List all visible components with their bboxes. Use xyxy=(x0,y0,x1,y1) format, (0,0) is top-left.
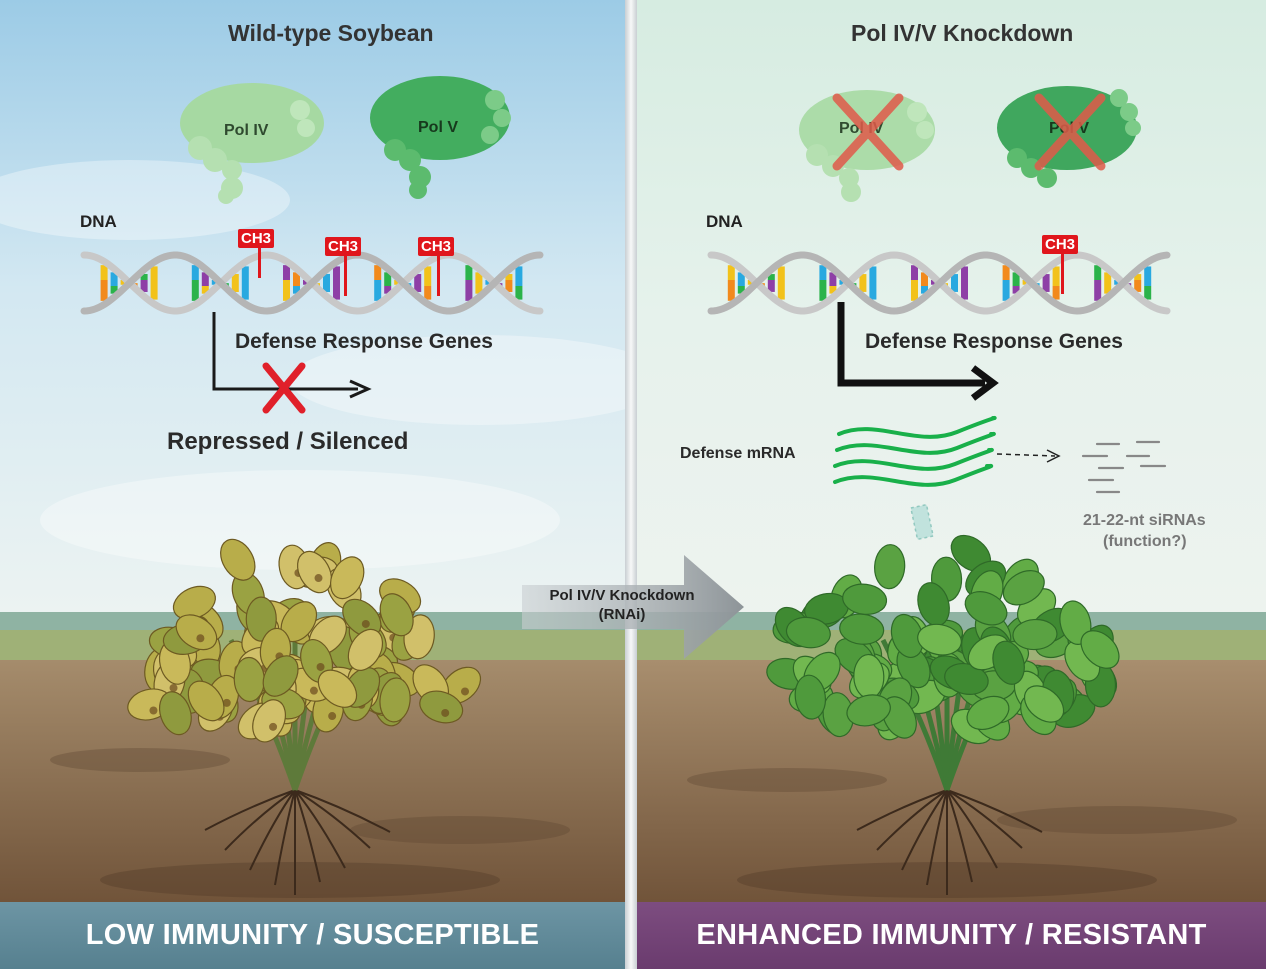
pol-v-label: Pol V xyxy=(418,119,459,136)
repressed-silenced-label: Repressed / Silenced xyxy=(167,428,409,455)
methyl-tag: CH3 xyxy=(418,237,455,296)
panel-divider xyxy=(625,0,637,969)
knockdown-transition-arrow xyxy=(522,555,744,659)
sirna-label: 21-22-nt siRNAs xyxy=(1083,512,1206,529)
pol-v-label: Pol V xyxy=(1049,120,1090,137)
methyl-tag: CH3 xyxy=(1042,235,1079,294)
knockdown-arrow-line2: (RNAi) xyxy=(598,606,646,623)
defense-genes-label: Defense Response Genes xyxy=(235,330,493,353)
wild-type-title: Wild-type Soybean xyxy=(228,20,434,46)
wild-type-panel: Wild-type Soybean Pol IV Pol V DNA CH3 C… xyxy=(0,0,625,969)
dna-label: DNA xyxy=(706,212,743,231)
enhanced-immunity-footer: ENHANCED IMMUNITY / RESISTANT xyxy=(637,902,1266,969)
knockdown-background xyxy=(637,0,1266,910)
defense-genes-label: Defense Response Genes xyxy=(865,330,1123,353)
pol-iv-label: Pol IV xyxy=(839,120,884,137)
sirna-function-label: (function?) xyxy=(1103,533,1187,550)
methyl-tag: CH3 xyxy=(325,237,362,296)
knockdown-arrow-label: Pol IV/V Knockdown (RNAi) xyxy=(522,586,722,624)
pol-iv-label: Pol IV xyxy=(224,122,269,139)
low-immunity-footer: LOW IMMUNITY / SUSCEPTIBLE xyxy=(0,902,625,969)
knockdown-panel: Pol IV/V Knockdown Pol IV Pol V DNA xyxy=(637,0,1266,969)
knockdown-title: Pol IV/V Knockdown xyxy=(851,20,1074,46)
wild-type-background xyxy=(0,0,625,910)
defense-mrna-label: Defense mRNA xyxy=(680,445,796,462)
dna-label: DNA xyxy=(80,212,117,231)
methyl-tag: CH3 xyxy=(238,229,275,278)
knockdown-arrow-line1: Pol IV/V Knockdown xyxy=(549,587,695,604)
